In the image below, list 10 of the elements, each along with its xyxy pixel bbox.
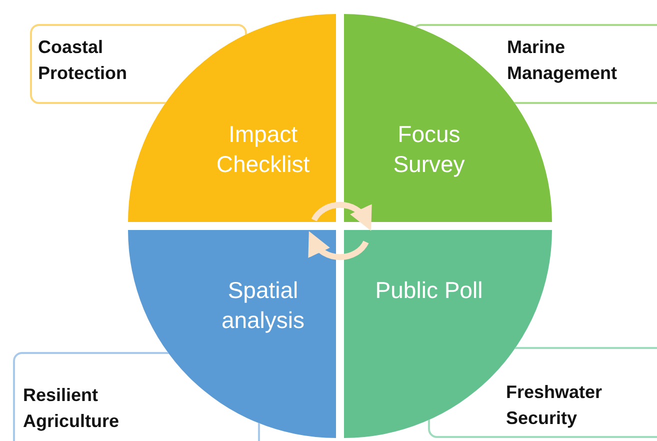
callout-label: Coastal Protection (38, 36, 128, 85)
quadrant-label: Public Poll (374, 276, 484, 305)
cycle-arrow (311, 202, 372, 230)
quadrant-label: Focus Survey (392, 120, 466, 179)
quadrant-label: Spatial analysis (220, 276, 306, 335)
cycle-arrow (308, 232, 369, 260)
quadrant-label: Impact Checklist (215, 120, 311, 179)
callout-label: Marine Management (507, 36, 618, 85)
callout-label: Resilient Agriculture (23, 384, 120, 433)
callout-label: Freshwater Security (506, 381, 604, 430)
